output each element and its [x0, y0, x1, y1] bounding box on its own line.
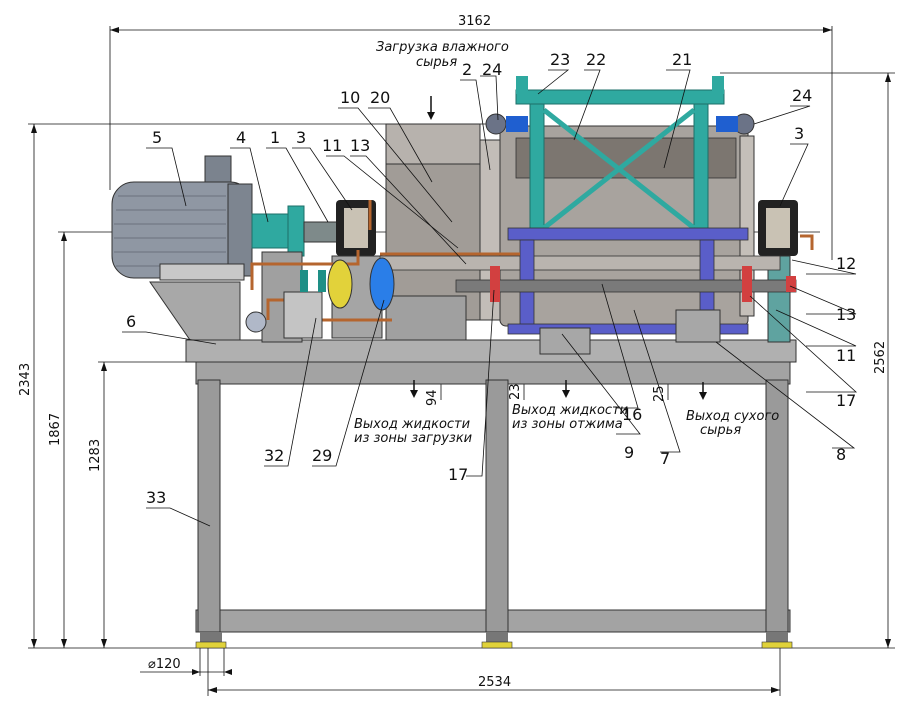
dim-overall-length: 3162 [458, 14, 491, 29]
dim-gap-23: 23 [508, 383, 523, 400]
callout-21: 21 [672, 50, 692, 69]
callout-17-left: 17 [448, 465, 468, 484]
callout-17-right: 17 [836, 391, 856, 410]
note-outlet-press-line2: из зоны отжима [512, 417, 623, 432]
dim-height-1283: 1283 [88, 439, 103, 472]
callout-24-right: 24 [792, 86, 812, 105]
callout-10: 10 [340, 88, 360, 107]
dim-foot-diameter: ⌀120 [148, 657, 181, 672]
callout-1: 1 [270, 128, 280, 147]
note-outlet-load-line2: из зоны загрузки [354, 431, 472, 446]
drum [379, 123, 781, 341]
screw-shaft [455, 266, 797, 302]
callout-3-left: 3 [296, 128, 306, 147]
callout-13-right: 13 [836, 305, 856, 324]
callout-32: 32 [264, 446, 284, 465]
callout-2: 2 [462, 60, 472, 79]
callout-5: 5 [152, 128, 162, 147]
callout-20: 20 [370, 88, 390, 107]
callout-8: 8 [836, 445, 846, 464]
note-outlet-dry-line2: сырья [700, 423, 741, 438]
notes: Загрузка влажного сырья Выход жидкости и… [354, 40, 779, 446]
dim-base-length: 2534 [478, 675, 511, 690]
callout-9: 9 [624, 443, 634, 462]
piping [245, 200, 814, 339]
flow-arrows [410, 96, 707, 400]
dim-gap-94: 94 [425, 389, 440, 406]
note-outlet-load-line1: Выход жидкости [354, 417, 470, 432]
callout-13-left: 13 [350, 136, 370, 155]
teal-gantry [485, 76, 755, 235]
callout-12: 12 [836, 254, 856, 273]
callout-23: 23 [550, 50, 570, 69]
callout-11-left: 11 [322, 136, 342, 155]
callout-33: 33 [146, 488, 166, 507]
callout-29: 29 [312, 446, 332, 465]
dim-gap-25: 25 [652, 385, 667, 402]
callout-4: 4 [236, 128, 246, 147]
callout-24-left: 24 [482, 60, 502, 79]
base-frame [185, 339, 797, 649]
callout-6: 6 [126, 312, 136, 331]
outlets [539, 309, 721, 355]
callout-labels: 5 4 1 3 11 13 10 20 2 24 23 22 21 24 3 1… [126, 50, 856, 507]
dim-height-2562: 2562 [873, 341, 888, 374]
dimension-labels: 3162 2534 ⌀120 2343 1867 1283 2562 94 23… [18, 14, 888, 690]
callout-11-right: 11 [836, 346, 856, 365]
callout-22: 22 [586, 50, 606, 69]
note-load-line2: сырья [416, 55, 457, 70]
leader-lines [122, 69, 858, 527]
dim-height-1867: 1867 [48, 413, 63, 446]
dim-height-2343: 2343 [18, 363, 33, 396]
note-load-line1: Загрузка влажного [376, 40, 509, 55]
bearing-right [758, 200, 798, 343]
note-outlet-dry-line1: Выход сухого [686, 409, 779, 424]
callout-3-right: 3 [794, 124, 804, 143]
note-outlet-press-line1: Выход жидкости [512, 403, 628, 418]
callout-16: 16 [622, 405, 642, 424]
motor [111, 155, 253, 341]
callout-7: 7 [660, 449, 670, 468]
